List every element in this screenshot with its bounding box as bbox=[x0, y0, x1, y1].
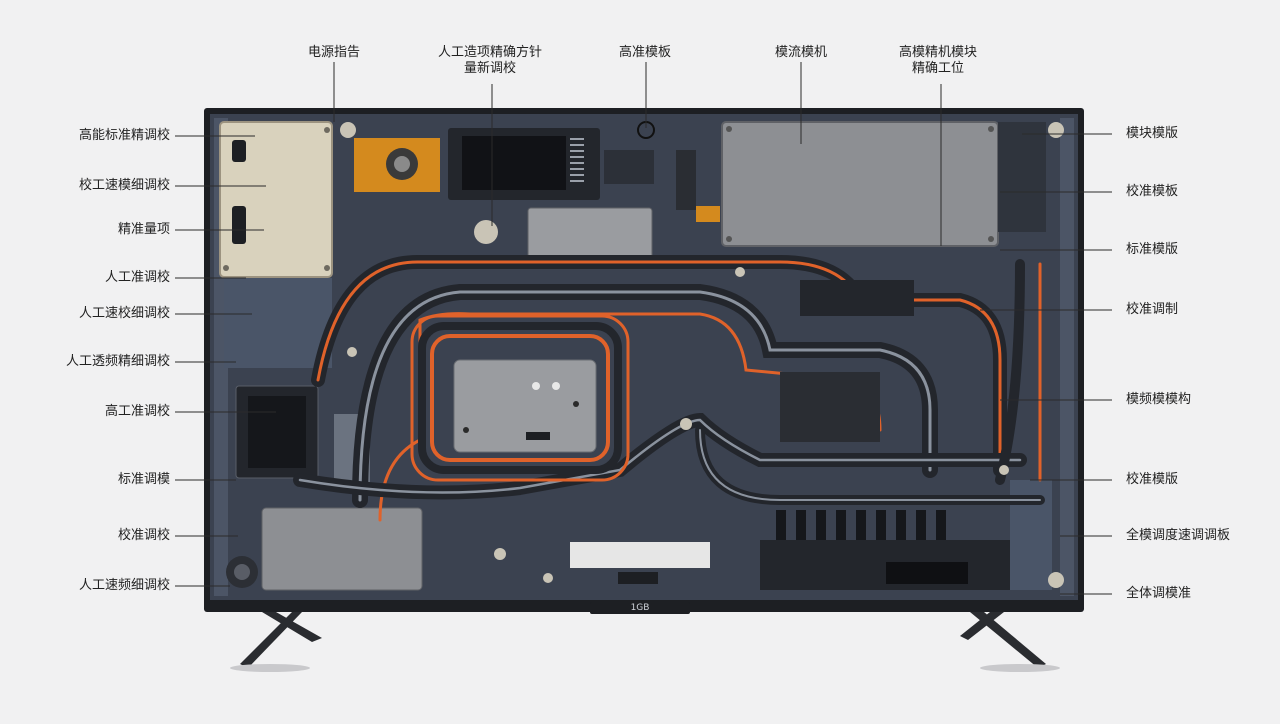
label-right-5: 模频模模构 bbox=[1126, 392, 1192, 407]
label-top-2: 人工造项精确方针 量新调校 bbox=[437, 45, 543, 76]
label-left-7: 高工准调校 bbox=[104, 404, 170, 419]
label-left-10: 人工速频细调校 bbox=[78, 578, 170, 593]
processor-chip bbox=[448, 128, 600, 200]
bottom-left-module bbox=[226, 507, 423, 591]
label-left-8: 标准调模 bbox=[117, 472, 170, 487]
label-left-6: 人工透频精细调校 bbox=[65, 354, 170, 369]
cable-bundles bbox=[293, 254, 1045, 522]
leader-lines bbox=[175, 62, 1112, 595]
label-right-2: 校准模板 bbox=[1126, 184, 1179, 199]
left-black-module bbox=[235, 385, 319, 479]
label-left-9: 校准调校 bbox=[117, 528, 170, 543]
tv-stand bbox=[230, 612, 1060, 672]
label-top-3: 高准模板 bbox=[618, 45, 672, 60]
connector-row bbox=[776, 510, 946, 540]
label-right-4: 校准调制 bbox=[1126, 302, 1179, 317]
label-left-1: 高能标准精调校 bbox=[78, 128, 170, 143]
label-right-3: 标准模版 bbox=[1126, 242, 1179, 257]
label-top-5: 高模精机模块 精确工位 bbox=[898, 45, 978, 76]
label-right-6: 校准模版 bbox=[1126, 472, 1179, 487]
label-right-8: 全体调模准 bbox=[1126, 586, 1192, 601]
label-left-3: 精准量项 bbox=[117, 222, 170, 237]
label-left-5: 人工速校细调校 bbox=[78, 306, 170, 321]
label-right-7: 全模调度速调调板 bbox=[1126, 528, 1231, 543]
beige-module bbox=[219, 121, 333, 278]
label-left-4: 人工准调校 bbox=[104, 270, 170, 285]
central-module bbox=[410, 314, 630, 482]
amber-module bbox=[340, 122, 440, 192]
bezel-badge: 1GB bbox=[631, 603, 650, 613]
power-module bbox=[721, 121, 999, 247]
label-right-1: 模块模版 bbox=[1126, 126, 1179, 141]
label-top-4: 模流模机 bbox=[774, 45, 828, 60]
label-left-2: 校工速模细调校 bbox=[78, 178, 170, 193]
label-top-1: 电源指告 bbox=[307, 45, 361, 60]
